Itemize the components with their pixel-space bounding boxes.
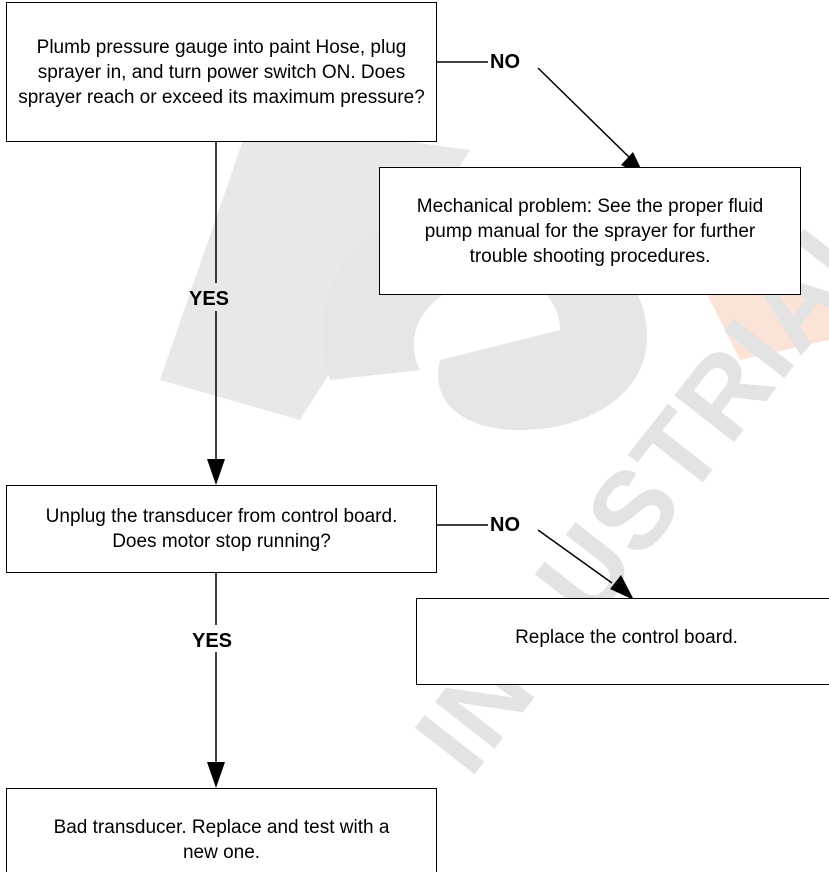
- node-unplug-transducer-text: Unplug the transducer from control board…: [45, 506, 398, 552]
- edge-q2-no-line-b: [537, 529, 613, 584]
- arrowhead-q2-yes: [207, 762, 225, 788]
- arrowhead-q2-no: [610, 575, 634, 600]
- edge-q1-no-line-b: [537, 67, 633, 161]
- node-mechanical-problem-text: Mechanical problem: See the proper fluid…: [416, 195, 764, 267]
- edge-label-q1-yes: YES: [189, 288, 230, 310]
- arrowhead-q1-yes: [207, 459, 225, 485]
- node-bad-transducer-text: Bad transducer. Replace and test with a …: [53, 817, 390, 863]
- node-replace-control-board-text: Replace the control board.: [515, 627, 738, 648]
- node-bad-transducer: Bad transducer. Replace and test with a …: [6, 788, 437, 872]
- edge-label-q2-no: NO: [490, 514, 520, 536]
- edge-label-q2-yes: YES: [192, 630, 233, 652]
- connectors: [215, 61, 633, 765]
- node-replace-control-board: Replace the control board.: [416, 598, 829, 685]
- edge-label-q1-no: NO: [490, 51, 520, 73]
- node-check-max-pressure-text: Plumb pressure gauge into paint Hose, pl…: [18, 36, 425, 108]
- node-unplug-transducer: Unplug the transducer from control board…: [6, 485, 437, 573]
- node-check-max-pressure: Plumb pressure gauge into paint Hose, pl…: [6, 2, 437, 142]
- node-mechanical-problem: Mechanical problem: See the proper fluid…: [379, 167, 801, 295]
